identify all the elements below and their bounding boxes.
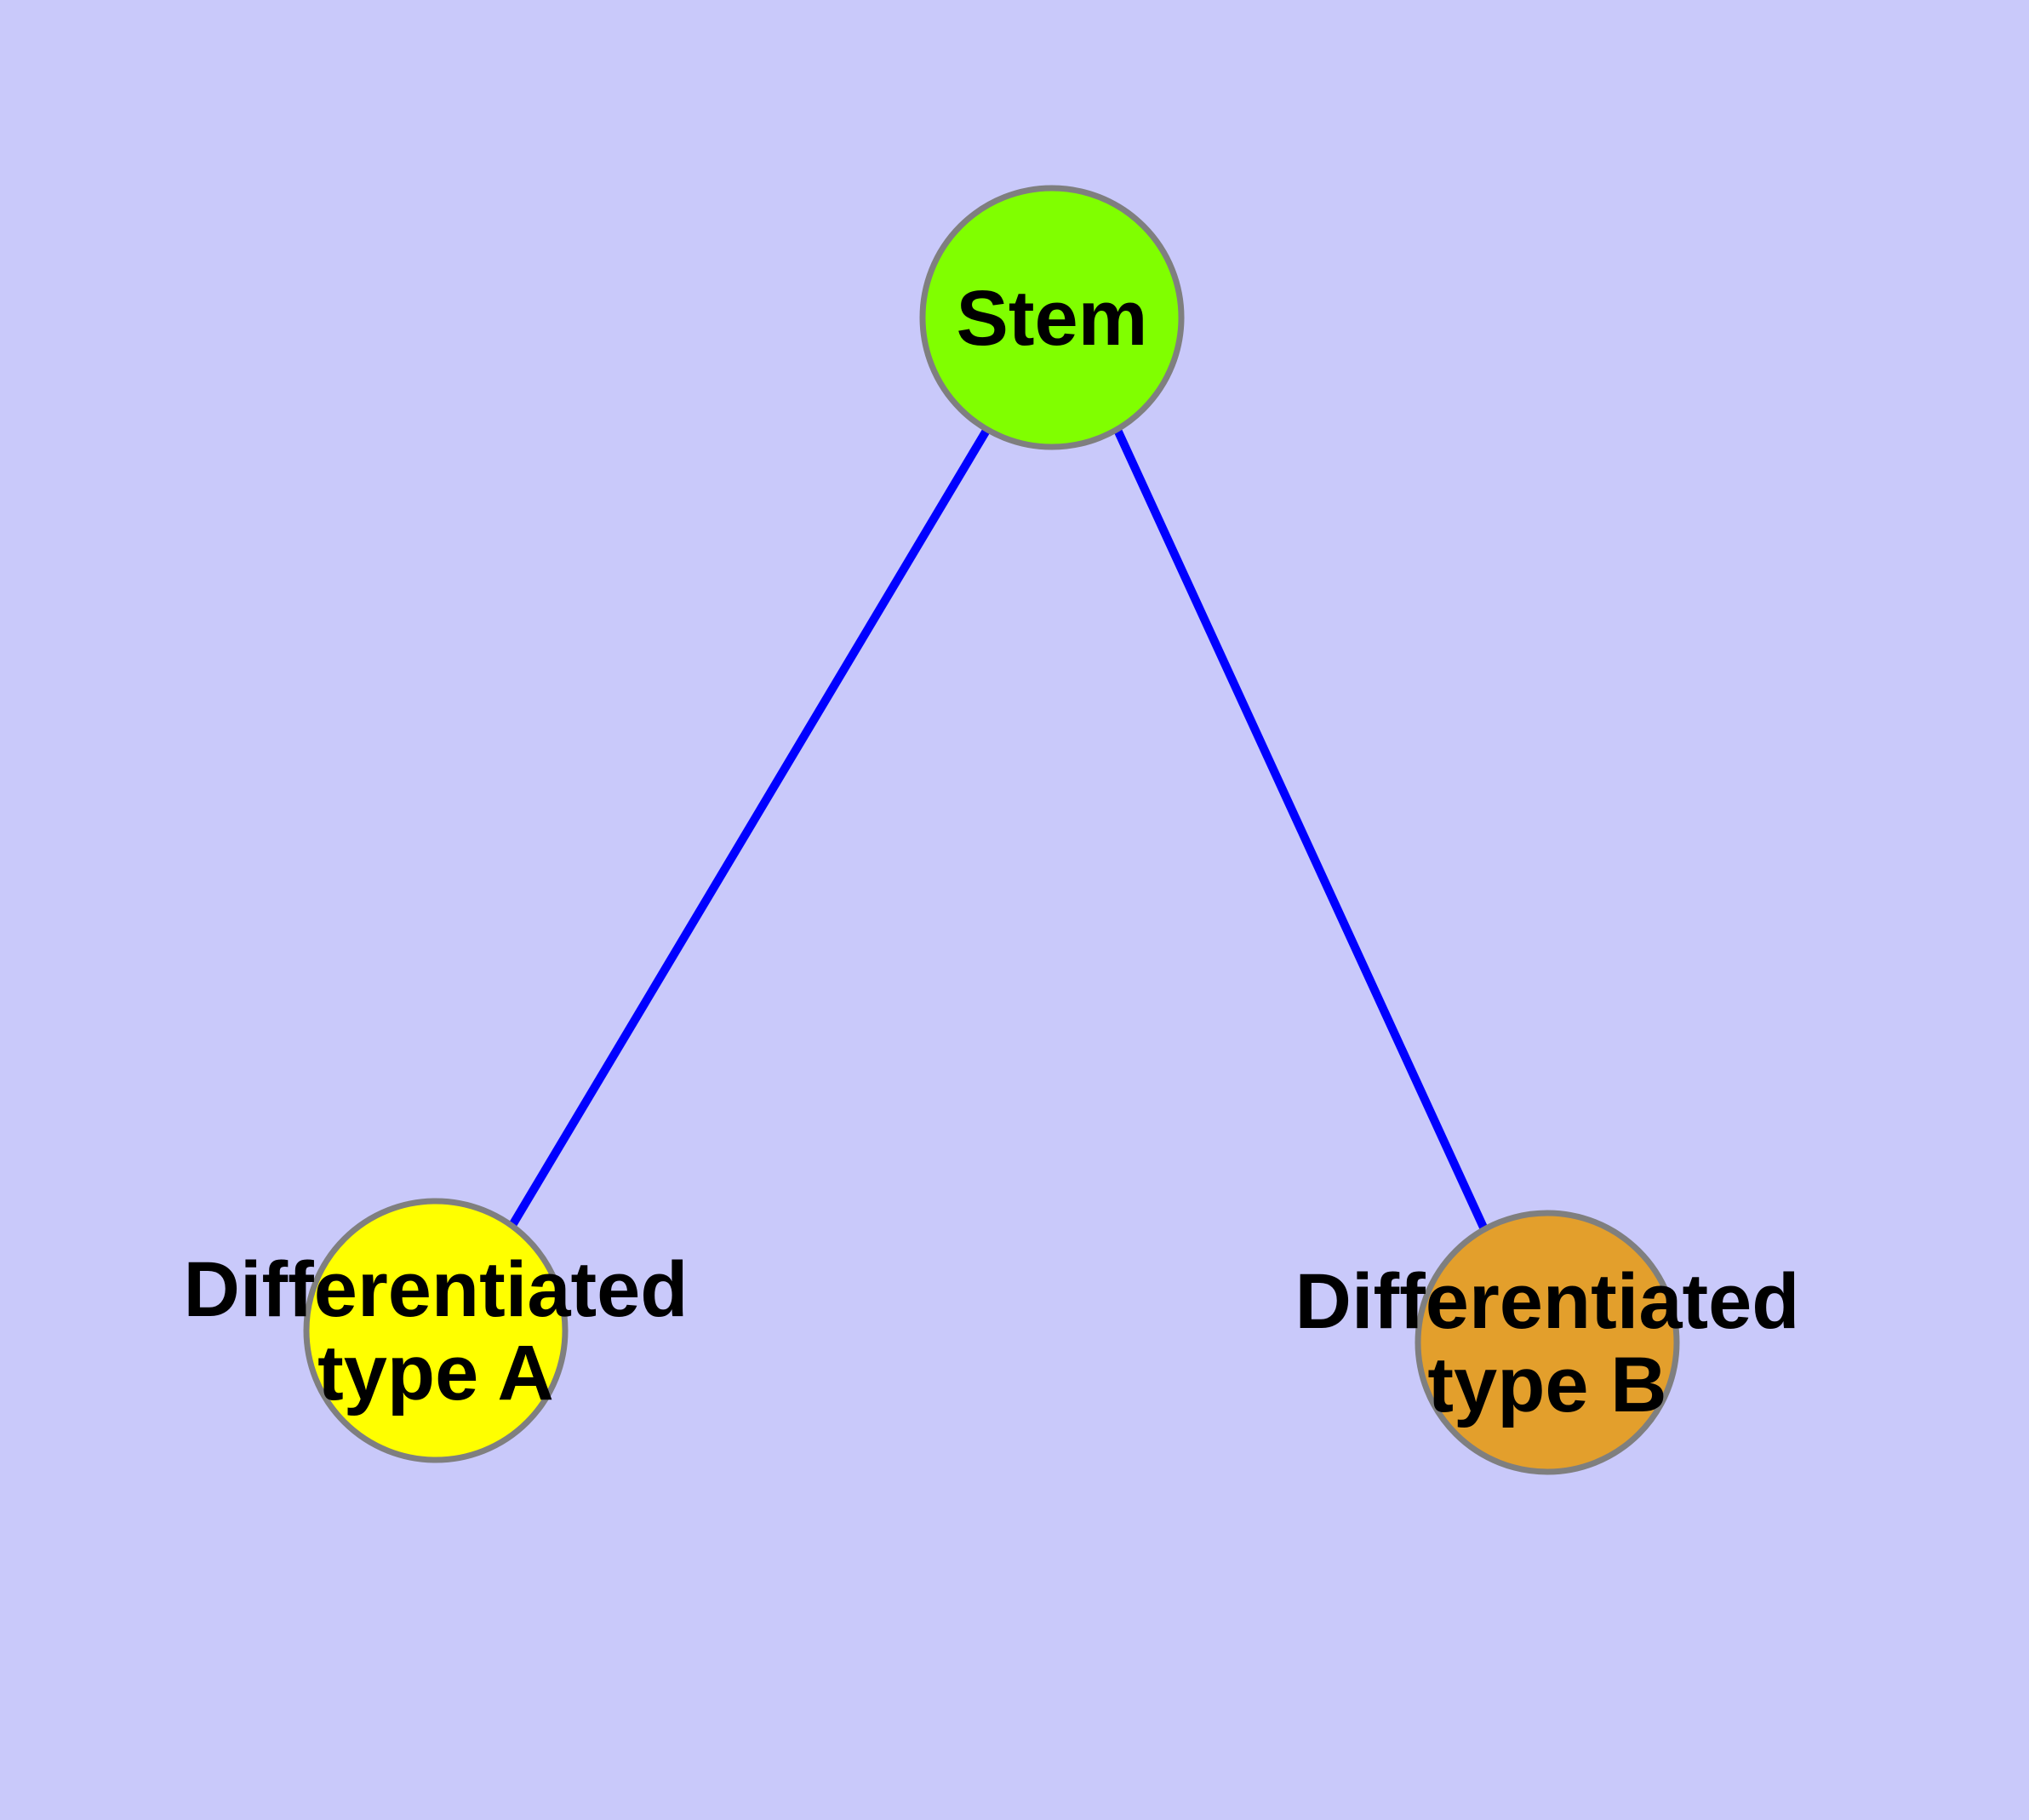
node-diff_a[interactable]	[303, 1198, 569, 1463]
node-diff_b[interactable]	[1415, 1210, 1680, 1475]
node-label-line: type B	[1427, 1342, 1666, 1428]
node-stem[interactable]	[919, 185, 1185, 450]
edge-stem-to-a	[507, 426, 992, 1229]
node-label-line: Differentiated	[1295, 1258, 1800, 1345]
nodes-group	[303, 185, 1680, 1475]
node-label-line: type A	[317, 1330, 554, 1417]
node-label-line: Stem	[957, 275, 1148, 362]
edge-stem-to-b	[1113, 427, 1489, 1232]
node-label-line: Differentiated	[184, 1246, 689, 1333]
edges-group	[507, 426, 1489, 1232]
node-label-stem: Stem	[957, 275, 1148, 362]
